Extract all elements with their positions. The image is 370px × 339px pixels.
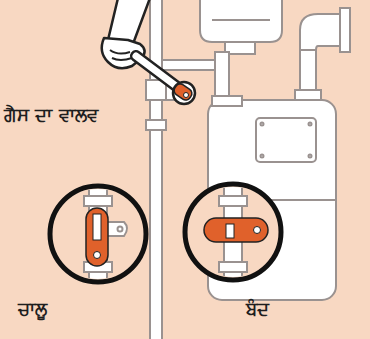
valve-off-detail <box>185 180 281 290</box>
valve-on-detail <box>50 180 146 290</box>
outlet-pipe <box>295 8 350 102</box>
state-label: ਚਾਲੂ <box>18 298 47 320</box>
gas-meter <box>208 96 336 300</box>
hand-with-wrench <box>102 0 195 104</box>
supply-pipe <box>150 0 162 339</box>
pipe-joint <box>146 120 166 130</box>
state-label: ਬੰਦ <box>246 298 269 320</box>
valve-label: ਗੈਸ ਦਾ ਵਾਲਵ <box>4 104 98 126</box>
